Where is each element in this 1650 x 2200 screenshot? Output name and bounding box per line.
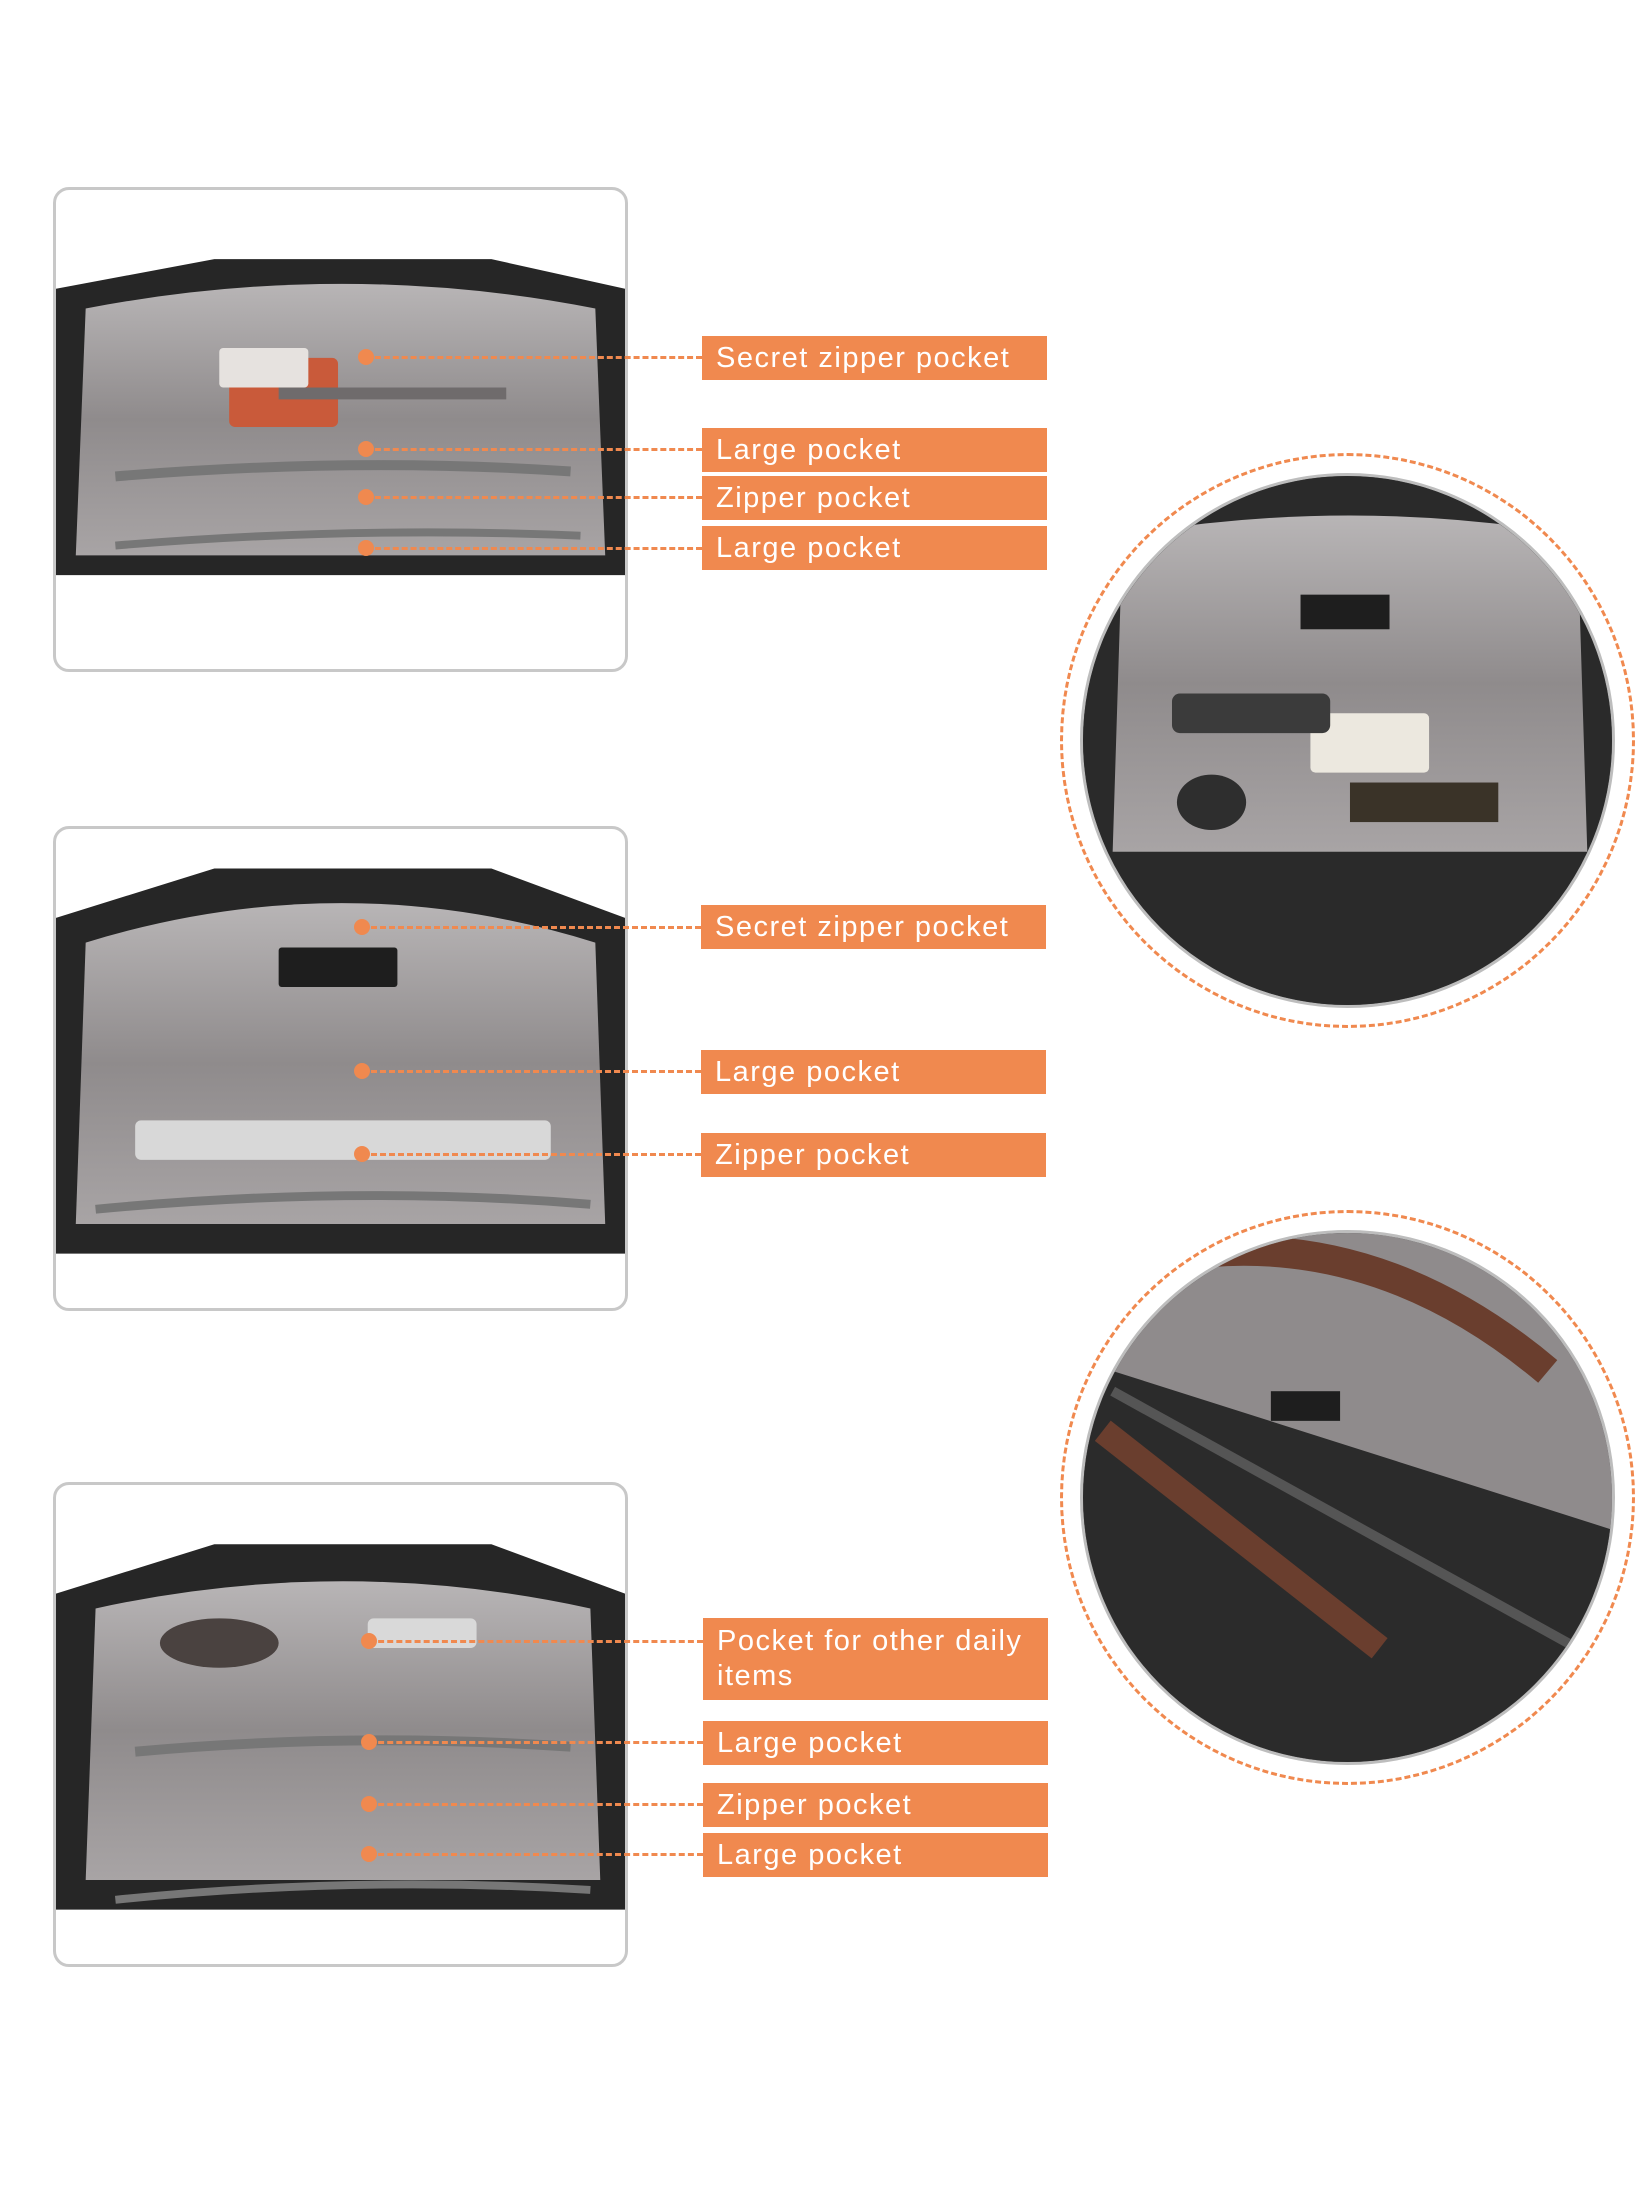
label-large-pocket: Large pocket [703, 1721, 1048, 1765]
pocket-marker [358, 540, 374, 556]
pocket-marker [361, 1734, 377, 1750]
pocket-marker [358, 489, 374, 505]
bag-photo-bottom [53, 1482, 628, 1967]
leader-line [366, 496, 702, 499]
leader-line [366, 356, 702, 359]
leader-line [369, 1640, 703, 1643]
leader-line [369, 1803, 703, 1806]
label-large-pocket: Large pocket [702, 526, 1047, 570]
detail-photo-bag-handle [1080, 1230, 1615, 1765]
leader-line [366, 448, 702, 451]
bag-photo-top [53, 187, 628, 672]
detail-circle-top [1060, 453, 1635, 1028]
leader-line [362, 1070, 701, 1073]
label-pocket-for-other-daily-items: Pocket for other daily items [703, 1618, 1048, 1700]
leader-line [369, 1853, 703, 1856]
pocket-marker [354, 1146, 370, 1162]
bag-interior-image [56, 1544, 625, 1910]
pocket-marker [361, 1796, 377, 1812]
detail-circle-bottom [1060, 1210, 1635, 1785]
bag-interior-image [56, 259, 625, 576]
pocket-marker [354, 1063, 370, 1079]
pocket-marker [358, 349, 374, 365]
leader-line [369, 1741, 703, 1744]
label-zipper-pocket: Zipper pocket [703, 1783, 1048, 1827]
leader-line [366, 547, 702, 550]
bag-photo-middle [53, 826, 628, 1311]
pocket-marker [358, 441, 374, 457]
label-large-pocket: Large pocket [701, 1050, 1046, 1094]
bag-interior-image [56, 868, 625, 1254]
pocket-marker [361, 1846, 377, 1862]
label-secret-zipper-pocket: Secret zipper pocket [702, 336, 1047, 380]
leader-line [362, 1153, 701, 1156]
label-zipper-pocket: Zipper pocket [702, 476, 1047, 520]
label-secret-zipper-pocket: Secret zipper pocket [701, 905, 1046, 949]
pocket-marker [354, 919, 370, 935]
label-large-pocket: Large pocket [703, 1833, 1048, 1877]
detail-photo-bag-contents [1080, 473, 1615, 1008]
leader-line [362, 926, 701, 929]
label-large-pocket: Large pocket [702, 428, 1047, 472]
pocket-marker [361, 1633, 377, 1649]
label-zipper-pocket: Zipper pocket [701, 1133, 1046, 1177]
